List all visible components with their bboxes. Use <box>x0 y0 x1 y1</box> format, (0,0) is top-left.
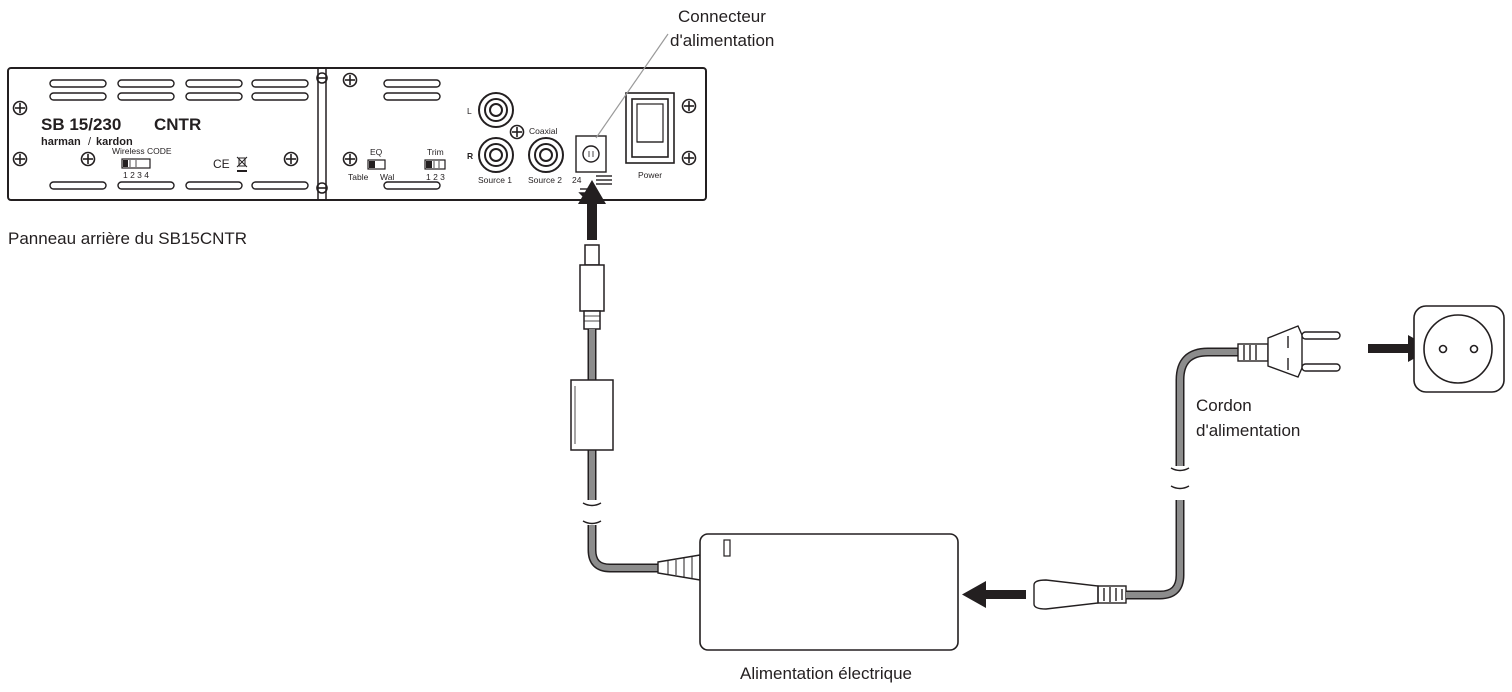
ce-mark-icon: CE <box>213 157 230 171</box>
brand-slash: / <box>88 136 92 148</box>
arrow-icon <box>578 180 606 240</box>
screw-icon <box>342 151 358 167</box>
coaxial-label: Coaxial <box>529 126 557 136</box>
eq-table-label: Table <box>348 172 369 182</box>
screw-icon <box>681 150 697 166</box>
screw-icon <box>509 124 525 140</box>
wireless-code-switch-knob <box>123 160 128 167</box>
screw-icon <box>316 182 328 194</box>
screw-icon <box>681 98 697 114</box>
connector-label-line2: d'alimentation <box>670 31 774 50</box>
dc-jack-icon <box>575 135 612 198</box>
screw-icon <box>80 151 96 167</box>
source2-label: Source 2 <box>528 175 562 185</box>
rear-panel <box>7 67 707 201</box>
trim-switch <box>424 159 446 170</box>
power-supply-brick <box>657 533 959 651</box>
source1-label: Source 1 <box>478 175 512 185</box>
weee-icon <box>236 156 248 172</box>
connector-label-line1: Connecteur <box>678 7 766 26</box>
brand-kardon: kardon <box>96 136 133 148</box>
model-suffix: CNTR <box>154 115 201 134</box>
cord-label-line2: d'alimentation <box>1196 421 1300 440</box>
voltage-label: 24 <box>572 175 582 185</box>
wireless-code-positions: 1 2 3 4 <box>123 170 149 180</box>
trim-label: Trim <box>427 147 444 157</box>
ac-cable <box>1126 347 1240 600</box>
screw-icon <box>283 151 299 167</box>
screw-icon <box>342 72 358 88</box>
screw-icon <box>316 72 328 84</box>
model-name: SB 15/230 <box>41 115 121 134</box>
rca-jack-icon <box>528 137 564 173</box>
brand-harman: harman <box>41 136 81 148</box>
cord-label-line1: Cordon <box>1196 396 1252 415</box>
wireless-code-switch <box>121 158 151 169</box>
power-supply-label: Alimentation électrique <box>740 664 912 683</box>
wall-outlet-icon <box>1413 305 1505 393</box>
eq-wall-label: Wal <box>380 172 394 182</box>
screw-icon <box>12 100 28 116</box>
ac-cord-plug <box>1033 579 1127 610</box>
dc-cable <box>582 329 660 573</box>
connector-leader-line <box>595 33 669 139</box>
input-left-label: L <box>467 106 472 116</box>
wireless-code-label: Wireless CODE <box>112 146 172 156</box>
eq-switch <box>367 159 386 170</box>
rear-panel-label: Panneau arrière du SB15CNTR <box>8 229 247 248</box>
panel-outline <box>7 67 707 201</box>
eq-label: EQ <box>370 147 383 157</box>
power-label: Power <box>638 170 662 180</box>
wall-plug <box>1237 325 1341 378</box>
vent-slots-bottom <box>49 181 441 190</box>
dc-plug <box>579 244 605 330</box>
rca-jack-icon <box>478 92 514 128</box>
ferrite-core <box>570 379 614 451</box>
rca-jack-icon <box>478 137 514 173</box>
arrow-icon <box>962 581 1026 608</box>
screw-icon <box>12 151 28 167</box>
input-right-label: R <box>467 151 473 161</box>
power-switch-icon <box>625 92 675 164</box>
trim-positions: 1 2 3 <box>426 172 445 182</box>
vent-slots-top <box>49 79 441 101</box>
